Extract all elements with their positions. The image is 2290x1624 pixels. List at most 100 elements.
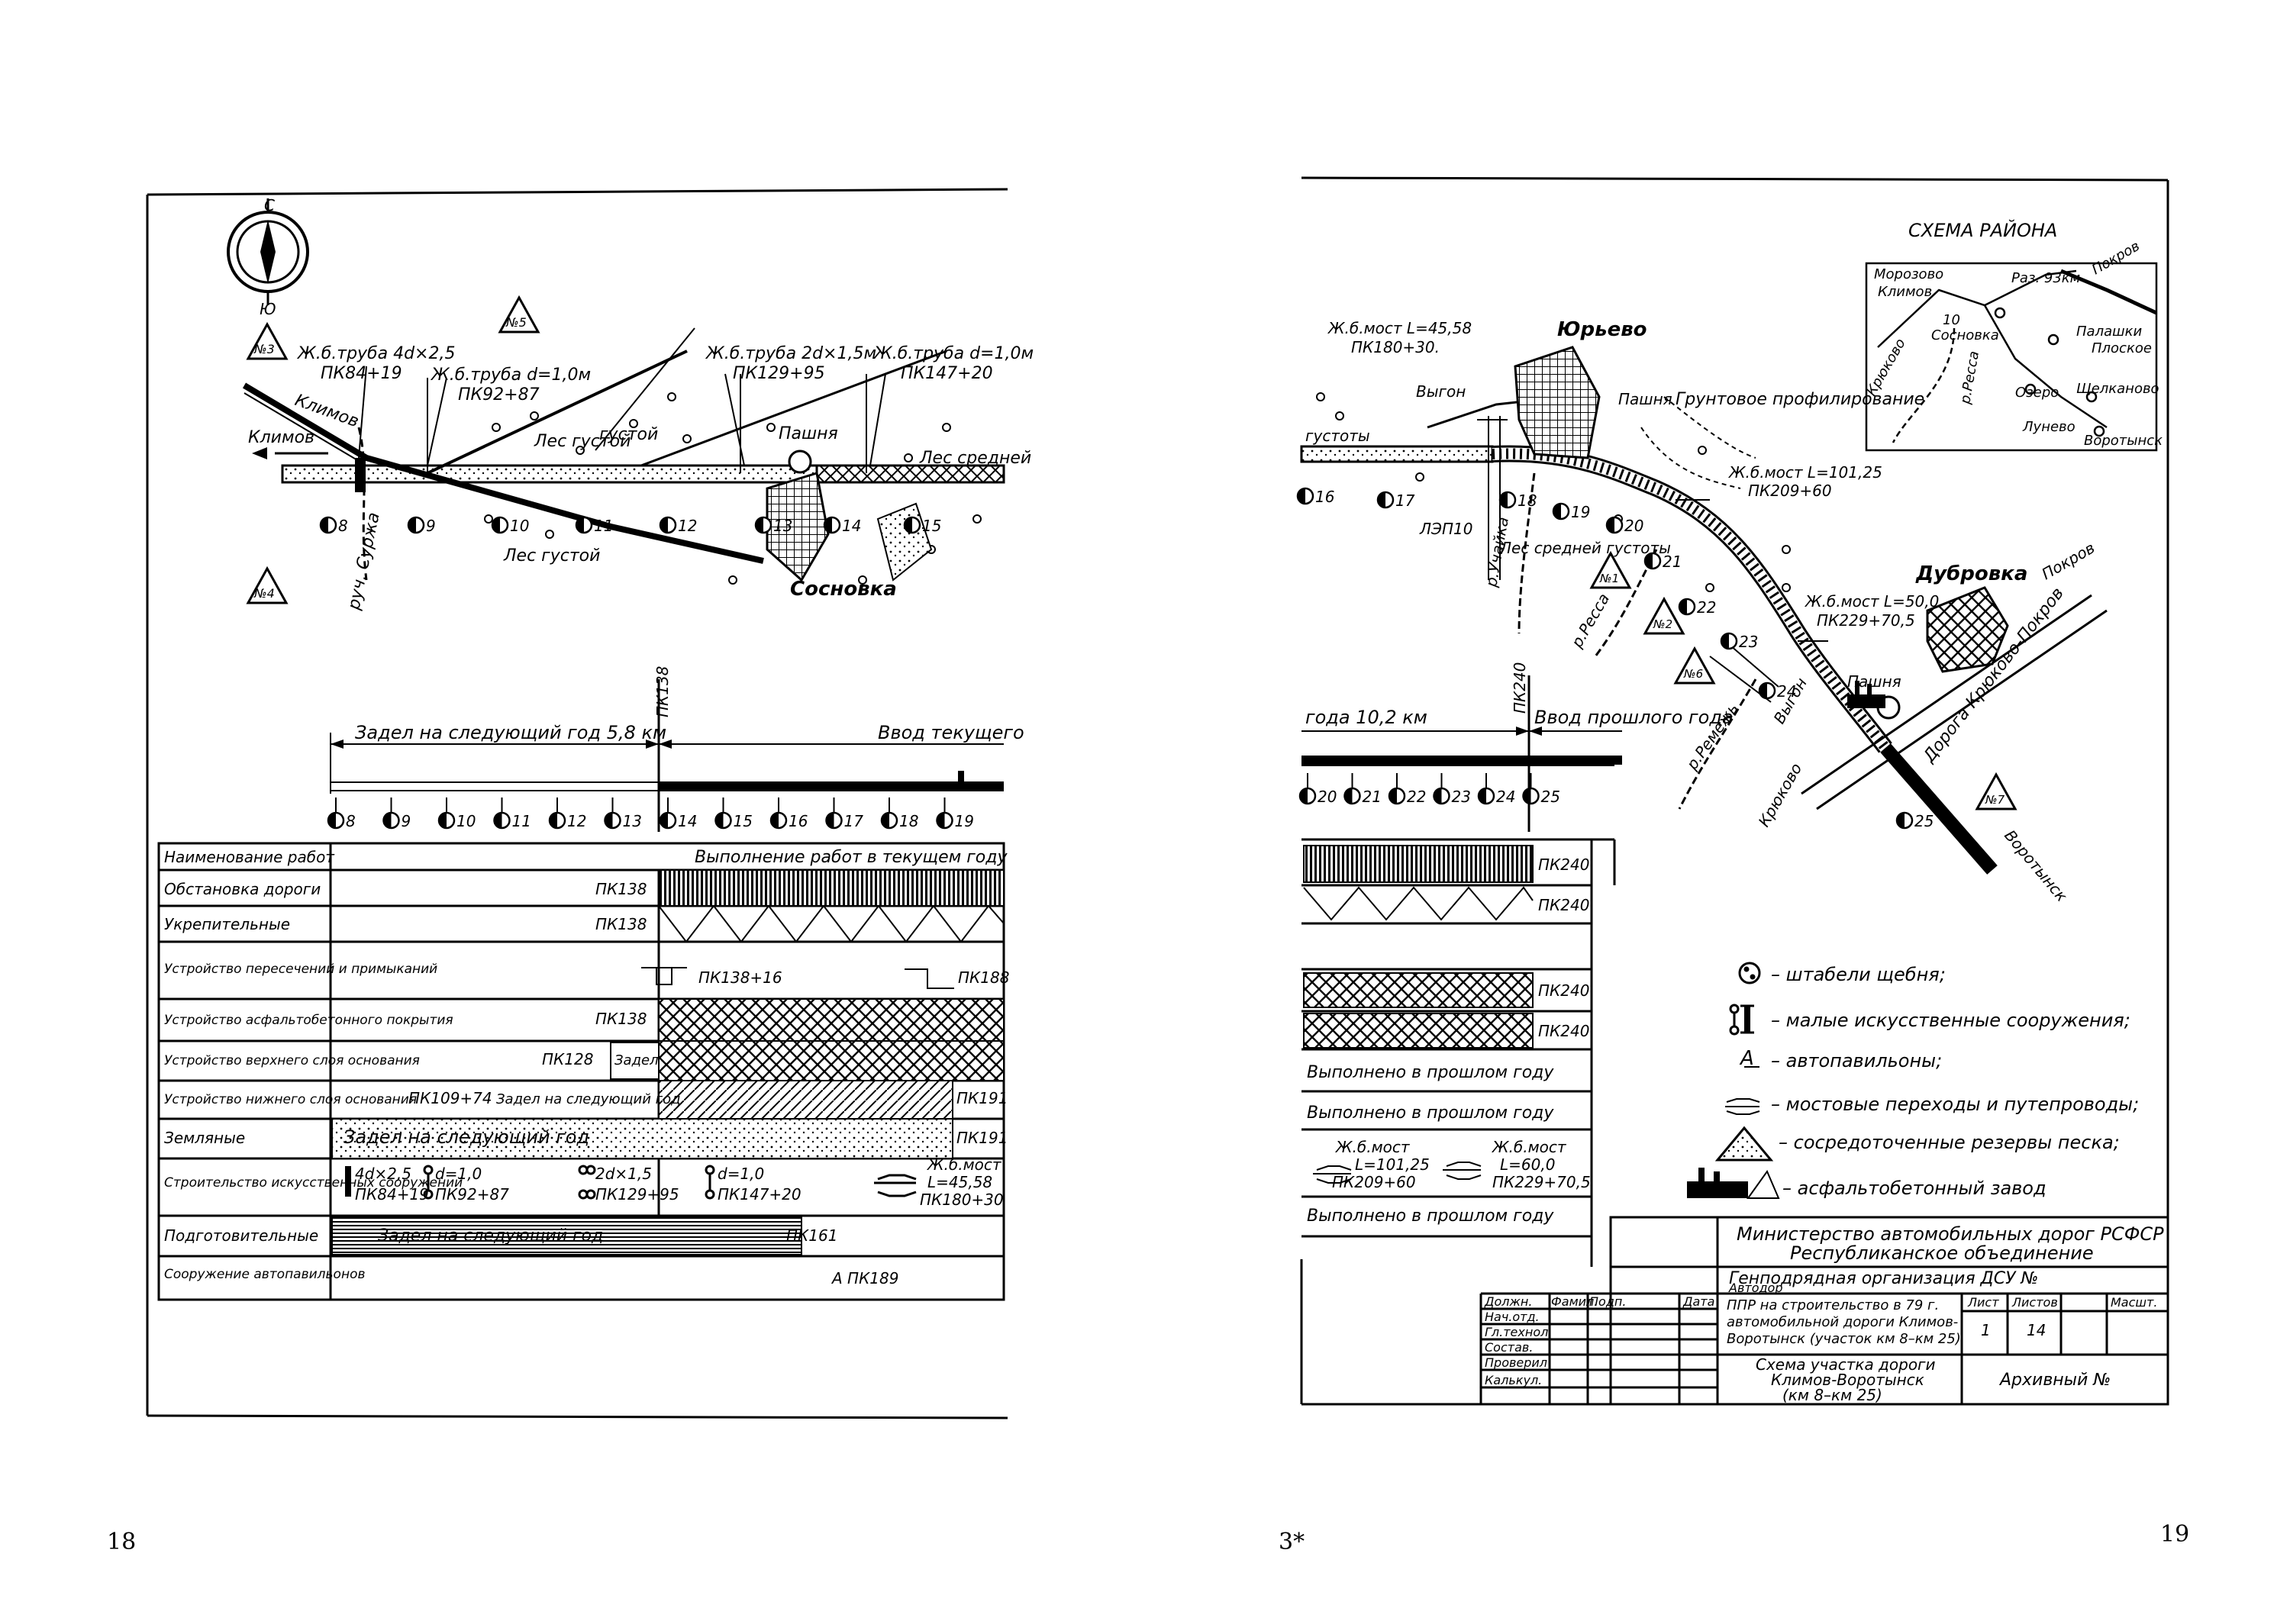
map-station-label: 12 (678, 517, 697, 535)
reserve-6-label: №6 (1683, 667, 1703, 681)
pipe-2-pk: ПК92+87 (458, 385, 540, 404)
legend-overpass-text: – мостовые переходы и путепроводы; (1771, 1094, 2139, 1115)
timeline-station-7: 15 (714, 798, 753, 830)
row-9-note: Задел на следующий год (378, 1226, 603, 1245)
timeline-station-0: 8 (327, 798, 356, 830)
dubrovka-label: Дубровка (1915, 562, 2027, 585)
stamp-col-1: Должн. (1484, 1294, 1532, 1309)
map-station-label: 15 (922, 517, 941, 535)
table-head-label: Наименование работ (164, 848, 335, 866)
legend-sand-text: – сосредоточенные резервы песка; (1779, 1132, 2120, 1153)
map-station-r-0: 16 (1296, 487, 1334, 506)
year-text: года 10,2 км (1305, 707, 1427, 728)
vygon2-label: Выгон (1770, 675, 1811, 727)
bridge-r2-a: Ж.б.мост (1491, 1138, 1567, 1156)
map-station-r-label: 21 (1663, 553, 1682, 571)
timeline-station-r-label: 25 (1541, 788, 1560, 806)
stamp-col-3: Подп. (1589, 1294, 1626, 1309)
pipe-3-title: Ж.б.труба 2d×1,5м (705, 344, 876, 363)
timeline-station-label: 14 (678, 812, 697, 830)
klimov-road-label: Климов (292, 391, 361, 431)
row-9-right: Выполнено в прошлом году (1307, 1207, 1554, 1226)
map-station-label: 9 (426, 517, 436, 535)
region-label-lunevo: Лунево (2022, 419, 2076, 435)
row-6-note2: Задел на следующий год (496, 1091, 681, 1107)
timeline-station-r-label: 21 (1363, 788, 1382, 806)
map-station-label: 14 (842, 517, 861, 535)
struct-1-b: ПК84+19 (355, 1185, 429, 1204)
map-station-r-6: 22 (1678, 598, 1716, 617)
struct-3-a: 2d×1,5 (595, 1165, 652, 1183)
reserve-3-label: №3 (253, 342, 275, 356)
map-station-r-8: 24 (1758, 682, 1796, 701)
lep-label: ЛЭП10 (1419, 520, 1473, 538)
stamp-archive: Архивный № (1998, 1371, 2111, 1390)
map-station-label: 8 (338, 517, 348, 535)
struct-1-a: 4d×2,5 (355, 1165, 411, 1183)
timeline-station-8: 16 (769, 798, 808, 830)
region-label-palashki: Палашки (2076, 324, 2142, 340)
map-station-1: 9 (407, 516, 436, 535)
stamp-col-4: Дата (1682, 1294, 1714, 1309)
reserve-1-label: №1 (1599, 572, 1619, 585)
timeline (330, 679, 1004, 832)
map-station-r-label: 18 (1518, 491, 1537, 510)
reserve-4-label: №4 (253, 586, 275, 601)
left-map (242, 295, 1005, 604)
map-station-7: 15 (903, 516, 941, 535)
stamp-scheme2: Климов-Воротынск (1771, 1371, 1924, 1389)
stamp-role-3: Состав. (1485, 1340, 1533, 1355)
row-6-note3: ПК191 (956, 1089, 1008, 1107)
pipe-4-title: Ж.б.труба d=1,0м (872, 344, 1034, 363)
timeline-station-6: 14 (659, 798, 697, 830)
bridge-r2-b: L=60,0 (1500, 1155, 1555, 1174)
map-station-label: 10 (510, 517, 529, 535)
map-station-r-2: 18 (1498, 491, 1537, 510)
timeline-station-label: 19 (955, 812, 974, 830)
pipe-1-pk: ПК84+19 (321, 364, 402, 383)
stamp-sheets: 14 (2027, 1321, 2046, 1339)
map-station-0: 8 (319, 516, 348, 535)
bridge3-pk: ПК229+70,5 (1817, 611, 1915, 630)
stamp-scheme1: Схема участка дороги (1756, 1355, 1936, 1374)
stamp-org1: Министерство автомобильных дорог РСФСР (1737, 1223, 2164, 1245)
stamp-title1: ППР на строительство в 79 г. (1727, 1297, 1939, 1313)
timeline-station-label: 8 (346, 812, 356, 830)
arrow-icon (252, 447, 267, 459)
map-station-r-label: 19 (1571, 503, 1590, 521)
map-station-r-label: 25 (1914, 812, 1934, 830)
vorotynsk-label-r: Воротынск (2001, 826, 2071, 905)
region-label-ploskoe: Плоское (2092, 340, 2152, 356)
stamp-org3: Генподрядная организация ДСУ № (1729, 1269, 2038, 1288)
klimov-arrow-label: Климов (248, 428, 314, 447)
current-text: Ввод текущего (878, 722, 1024, 743)
reserve-5-label: №5 (505, 315, 527, 330)
row-6-name: Устройство нижнего слоя основания (164, 1092, 417, 1107)
row-1-right: ПК240 (1538, 856, 1589, 874)
stamp-title3: Воротынск (участок км 8–км 25) (1727, 1331, 1961, 1347)
gustoty-label: густоты (1305, 427, 1370, 445)
work-table-right-text: ПК240 ПК240 ПК240 ПК240 Выполнено в прош… (1307, 856, 1591, 1226)
stamp-scheme3: (км 8–км 25) (1782, 1386, 1882, 1404)
region-labels: СХЕМА РАЙОНА Морозово Климов Раз. 93км П… (1863, 219, 2163, 449)
timeline-station-r-4: 24 (1477, 773, 1515, 806)
page-number-mid: 3* (1279, 1529, 1305, 1555)
structure-icons (345, 1165, 917, 1200)
row-3-note: ПК138+16 (698, 968, 782, 987)
timeline-station-11: 19 (936, 798, 974, 830)
row-6-note: ПК109+74 (408, 1089, 492, 1107)
map-station-label: 13 (773, 517, 792, 535)
forest-dense-label-3: густой (599, 425, 658, 444)
timeline-station-label: 11 (512, 812, 531, 830)
region-label-klimov: Климов (1878, 284, 1932, 300)
vygon-label: Выгон (1416, 382, 1466, 401)
timeline-station-2: 10 (437, 798, 476, 830)
row-1-name: Обстановка дороги (164, 880, 321, 898)
stamp-role-5: Калькул. (1485, 1373, 1542, 1387)
region-title: СХЕМА РАЙОНА (1908, 219, 2057, 241)
struct-2-b: ПК92+87 (435, 1185, 509, 1204)
bridge2-pk: ПК209+60 (1748, 482, 1832, 500)
timeline-station-r-2: 22 (1388, 773, 1426, 806)
